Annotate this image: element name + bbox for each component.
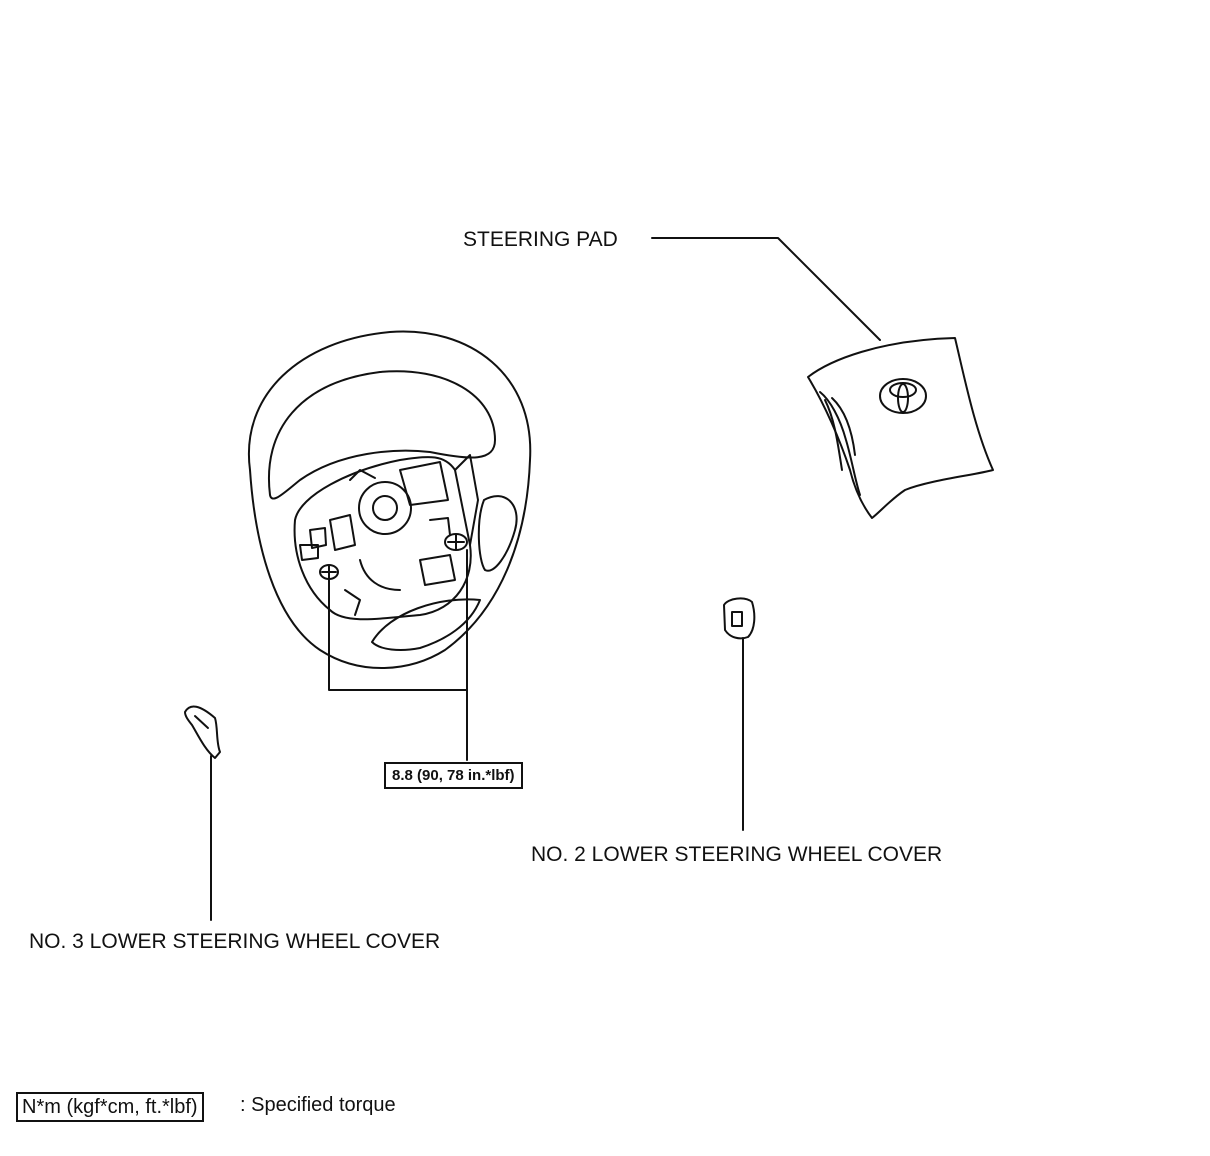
bolt-icon [444,533,468,551]
legend-description: : Specified torque [240,1094,396,1116]
cover-clip-icon [184,705,221,759]
torque-spec-box: 8.8 (90, 78 in.*lbf) [384,762,523,789]
label-no3-lower-steering-wheel-cover: NO. 3 LOWER STEERING WHEEL COVER [29,930,441,953]
steering-wheel-icon [247,330,532,669]
label-steering-pad: STEERING PAD [463,228,618,251]
bolt-icon [319,564,339,580]
cover-clip-icon [723,597,756,640]
steering-pad-icon [807,337,994,519]
label-no2-lower-steering-wheel-cover: NO. 2 LOWER STEERING WHEEL COVER [531,843,943,866]
toyota-logo-icon [879,378,927,414]
legend-unit-box: N*m (kgf*cm, ft.*lbf) [16,1092,204,1122]
